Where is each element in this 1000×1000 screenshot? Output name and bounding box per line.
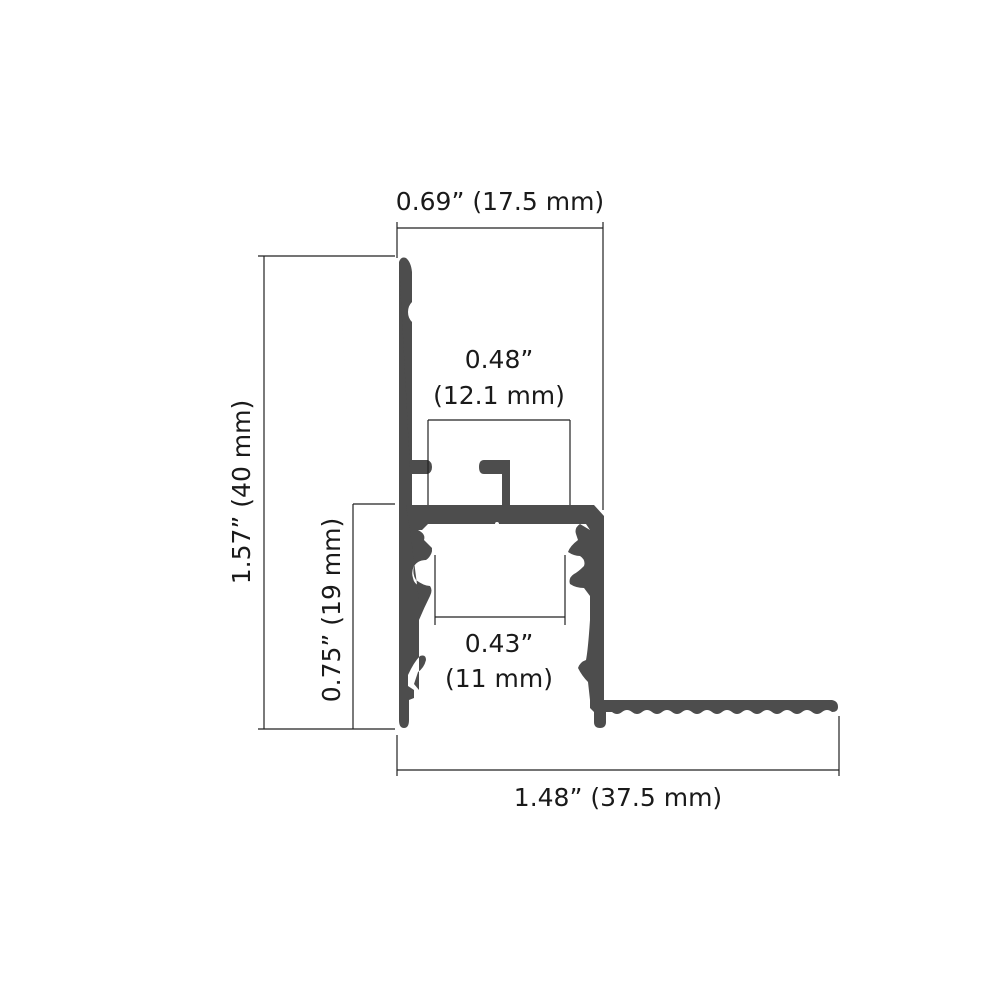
extrusion-profile [399, 257, 838, 728]
label-inner-top-in: 0.48” [465, 345, 534, 374]
dim-overall-height: 1.57” (40 mm) [227, 255, 395, 730]
right-inner-lip [568, 524, 590, 700]
t-slot-stem [479, 460, 510, 505]
label-overall-width-bottom: 1.48” (37.5 mm) [514, 783, 722, 812]
label-channel-height: 0.75” (19 mm) [317, 518, 346, 703]
dim-inner-channel-bottom: 0.43” (11 mm) [434, 555, 566, 693]
label-inner-bottom-mm: (11 mm) [445, 664, 553, 693]
channel-top-bar [406, 505, 604, 700]
dim-inner-channel-top: 0.48” (12.1 mm) [427, 345, 571, 505]
label-inner-bottom-in: 0.43” [465, 629, 534, 658]
left-wall-lower [399, 262, 432, 728]
dim-channel-height: 0.75” (19 mm) [317, 503, 395, 729]
center-notch [495, 522, 499, 526]
dim-overall-width-bottom: 1.48” (37.5 mm) [396, 716, 840, 812]
label-overall-width-top: 0.69” (17.5 mm) [396, 187, 604, 216]
bottom-flange [590, 688, 838, 728]
dim-overall-width-top: 0.69” (17.5 mm) [396, 187, 604, 510]
label-overall-height: 1.57” (40 mm) [227, 400, 256, 585]
left-inner-lip [410, 530, 432, 600]
label-inner-top-mm: (12.1 mm) [433, 381, 565, 410]
